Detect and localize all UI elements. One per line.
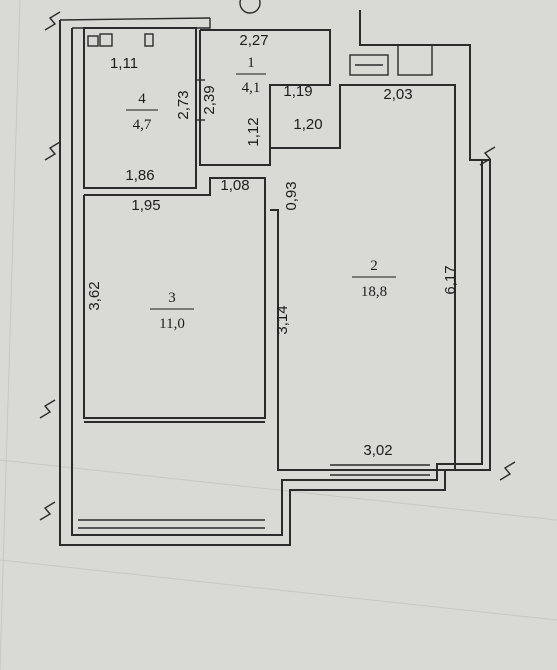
dim-2-39: 2,39	[201, 85, 218, 114]
dim-2-27: 2,27	[239, 32, 268, 49]
room-1-number: 1	[247, 55, 255, 71]
room-4-walls	[83, 27, 197, 189]
outer-walls	[59, 10, 491, 546]
dim-1-11: 1,11	[110, 55, 138, 72]
dimension-labels: 2,27 1,11 2,73 2,39 1,19 2,03 1,12 1,20 …	[86, 32, 459, 459]
dim-1-12: 1,12	[245, 117, 262, 146]
dim-1-86: 1,86	[125, 167, 154, 184]
dim-2-73: 2,73	[175, 90, 192, 119]
wall-break-symbols	[39, 0, 516, 521]
dim-6-17: 6,17	[442, 265, 459, 294]
dim-0-93: 0,93	[283, 181, 300, 210]
room-4-number: 4	[138, 91, 146, 107]
dim-2-03: 2,03	[383, 86, 412, 103]
room-2-number: 2	[370, 258, 378, 274]
dim-3-14: 3,14	[274, 305, 291, 334]
room-labels: 1 4,1 2 18,8 3 11,0 4 4,7	[126, 55, 396, 332]
room-3-number: 3	[168, 290, 176, 306]
dim-1-08: 1,08	[220, 177, 249, 194]
room-3-area: 11,0	[159, 316, 185, 332]
dim-1-19: 1,19	[283, 83, 312, 100]
dim-3-62: 3,62	[86, 281, 103, 310]
room-3-walls	[78, 177, 266, 529]
room-4-area: 4,7	[133, 117, 152, 133]
dim-3-02: 3,02	[363, 442, 392, 459]
dim-1-95: 1,95	[131, 197, 160, 214]
room-1-area: 4,1	[242, 80, 261, 96]
room-2-area: 18,8	[361, 284, 387, 300]
room-2-walls	[269, 44, 456, 476]
room-1-walls	[195, 29, 331, 166]
dim-1-20: 1,20	[293, 116, 322, 133]
